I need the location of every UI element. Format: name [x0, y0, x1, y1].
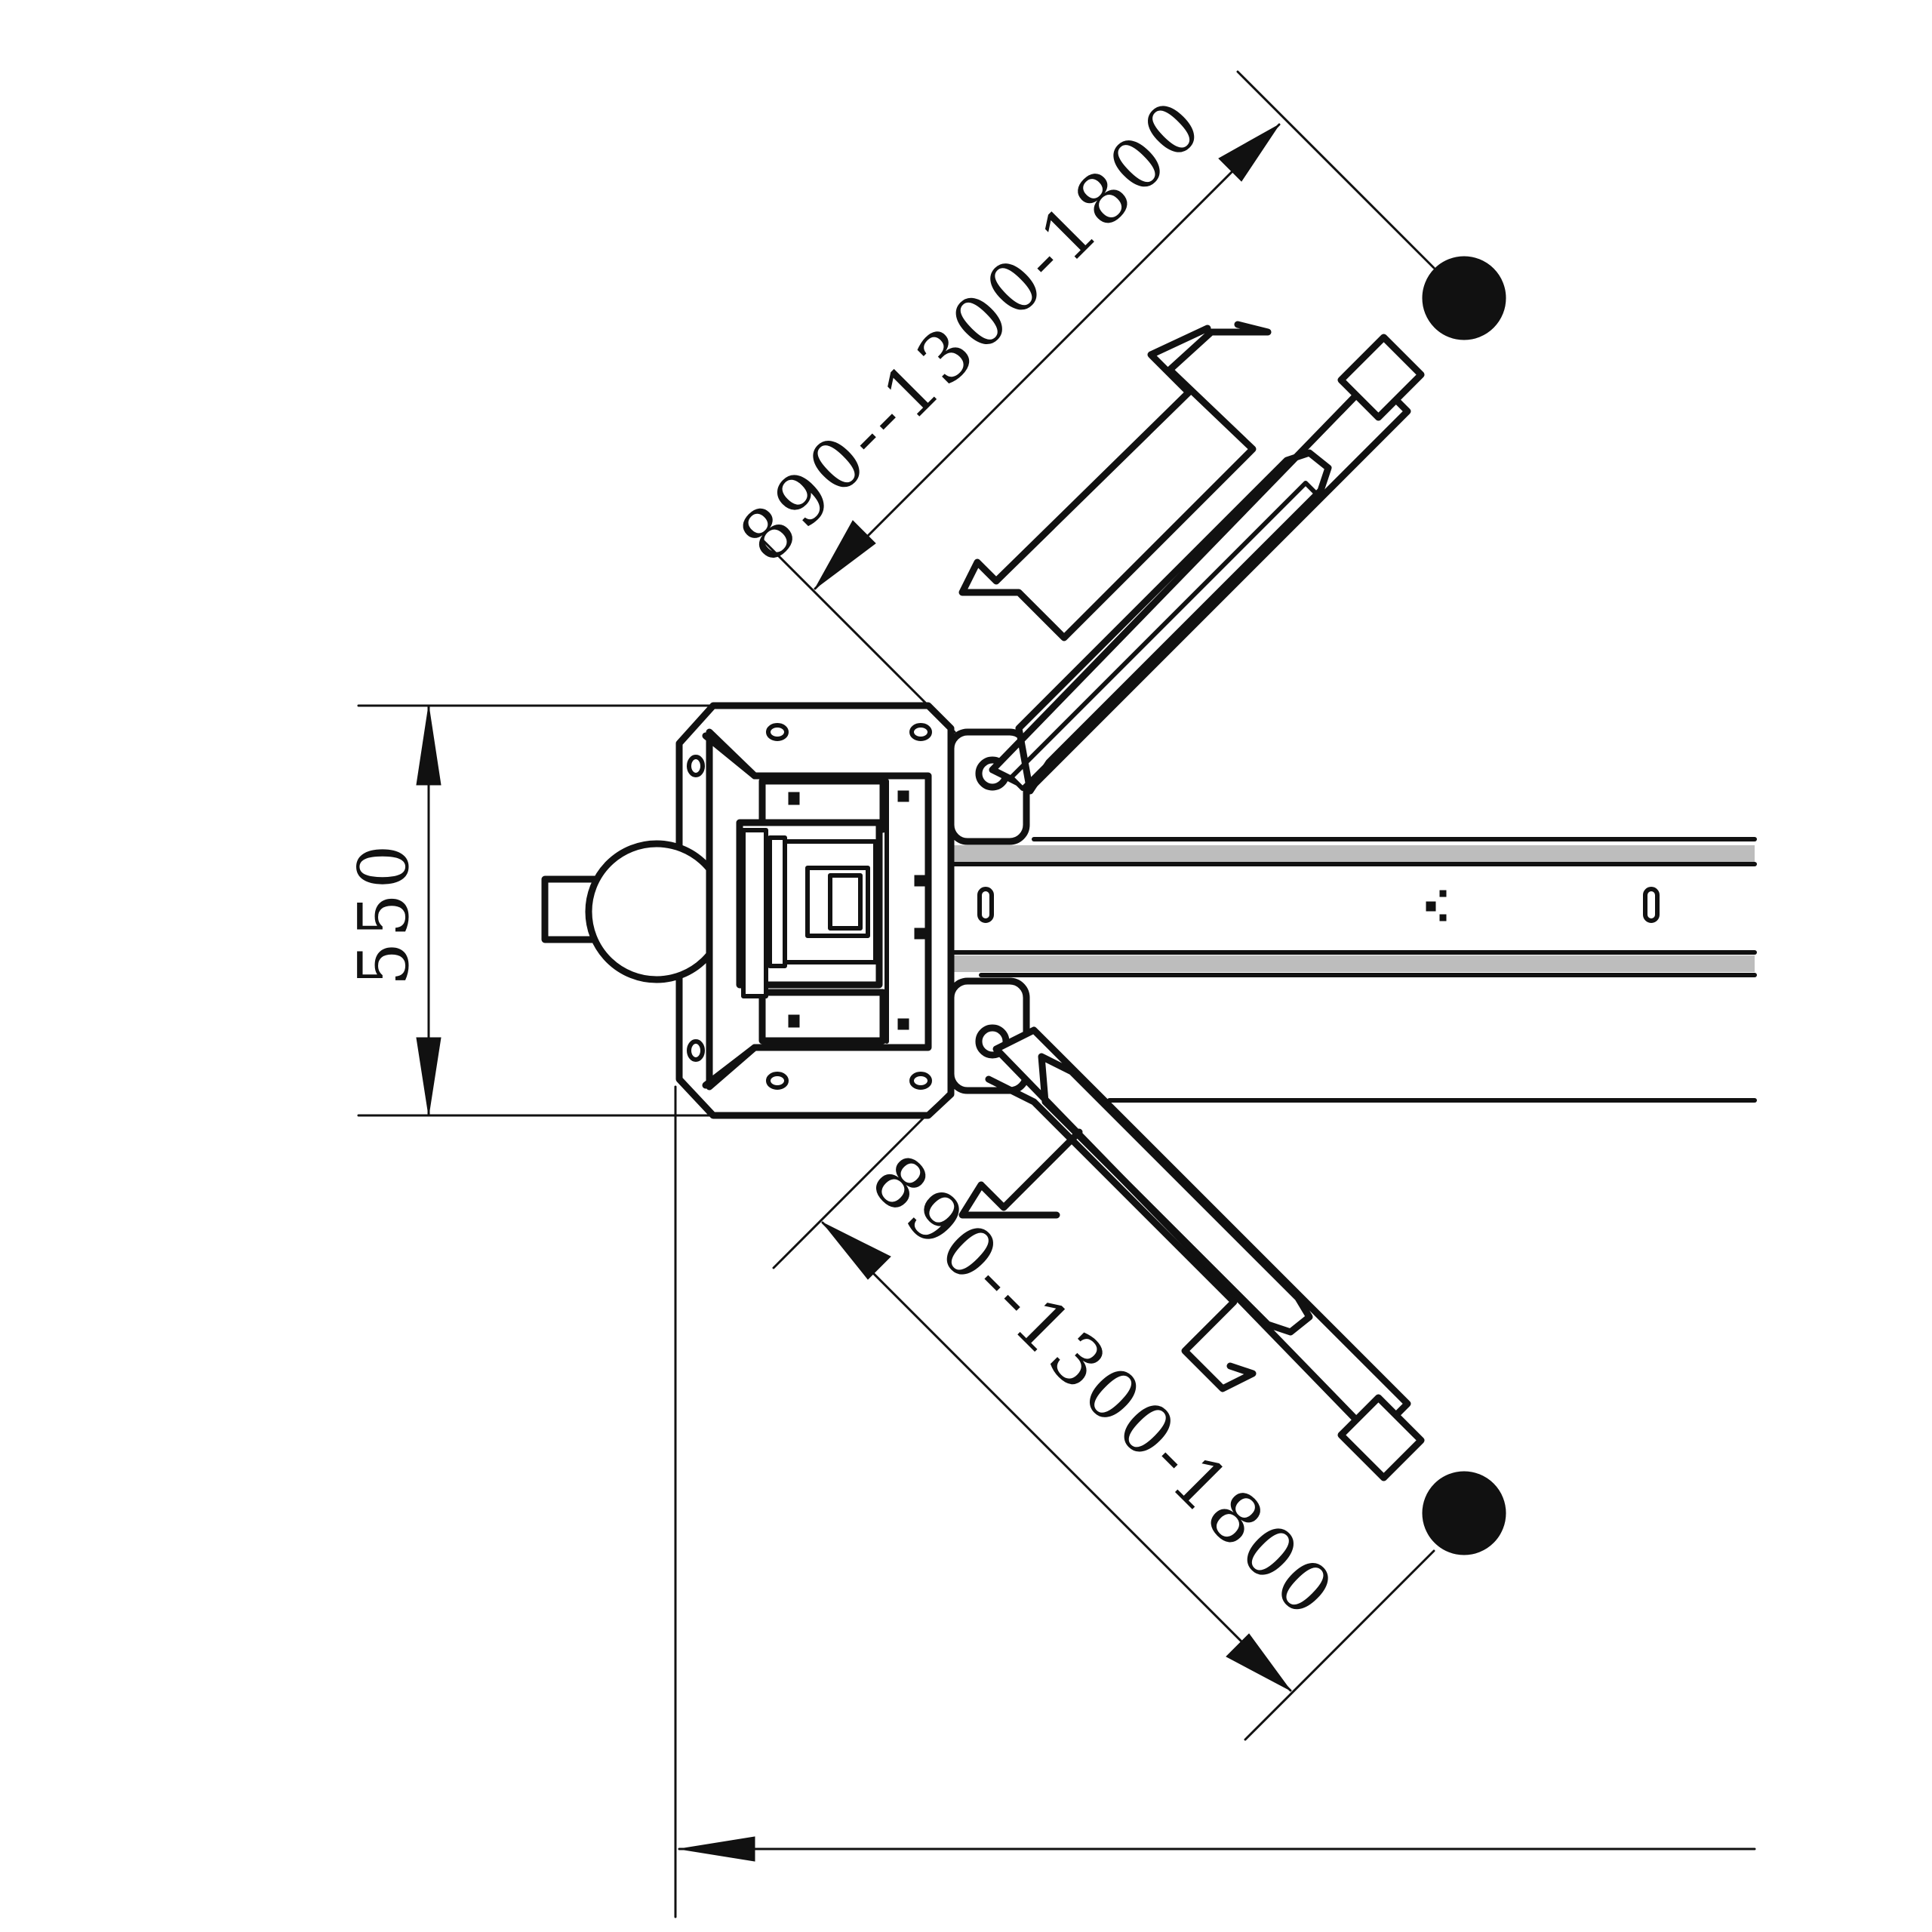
column-base	[541, 702, 955, 1119]
lower-pad-collar	[1337, 1394, 1425, 1481]
lower-arm-dimension: 890--1300-1800	[772, 1085, 1435, 1741]
lower-lift-pad	[1422, 1471, 1506, 1555]
dim-extension-lower-end	[1244, 1549, 1435, 1741]
upper-pad-collar	[1337, 334, 1425, 421]
dim-extension-upper-start	[761, 538, 956, 734]
bolt	[909, 1072, 932, 1090]
rail-shade-bottom	[947, 955, 1755, 972]
height-dimension-label: 550	[343, 840, 424, 986]
dim-arrow-lower-end	[1226, 1633, 1291, 1691]
rail-shade-top	[947, 845, 1755, 862]
dim-arrow-down	[416, 1037, 441, 1116]
upper-arm-dimension: 890--1300-1800	[724, 70, 1435, 734]
upper-lift-arm	[958, 256, 1506, 795]
dim-arrow-left	[678, 1836, 755, 1862]
bolt	[687, 1039, 705, 1062]
bolt	[687, 755, 705, 777]
dim-extension-upper-end	[1236, 70, 1435, 269]
lower-lift-arm	[958, 1026, 1506, 1555]
carriage-block-bottom	[758, 989, 887, 1044]
dim-extension-lower-start	[772, 1085, 956, 1269]
upper-arm-inner-slot	[1015, 449, 1332, 795]
main-rail	[941, 837, 1757, 1103]
bolt	[766, 1072, 789, 1090]
lower-arm-inner-slot	[1038, 1053, 1313, 1336]
column-post	[585, 840, 728, 983]
dim-arrow-upper-start	[814, 520, 876, 589]
rail-slot-far	[1643, 887, 1660, 923]
dim-line-upper	[814, 123, 1281, 590]
upper-arm-dimension-label: 890--1300-1800	[724, 83, 1220, 578]
dim-line-lower	[821, 1221, 1292, 1692]
dim-arrow-upper-end	[1218, 124, 1280, 182]
height-dimension: 550	[343, 704, 915, 1117]
dim-arrow-lower-start	[822, 1222, 891, 1280]
rail-slot-near	[977, 887, 994, 923]
upper-lift-pad	[1422, 256, 1506, 340]
upper-arm-channel	[958, 321, 1272, 641]
length-dimension	[674, 1085, 1756, 1918]
bolt	[766, 723, 789, 741]
lower-arm-dimension-label: 890--1300-1800	[856, 1140, 1351, 1635]
bolt	[909, 723, 932, 741]
upper-arm-beam	[989, 374, 1411, 792]
dim-arrow-up	[416, 705, 441, 786]
lower-arm-channel	[985, 1075, 1257, 1392]
